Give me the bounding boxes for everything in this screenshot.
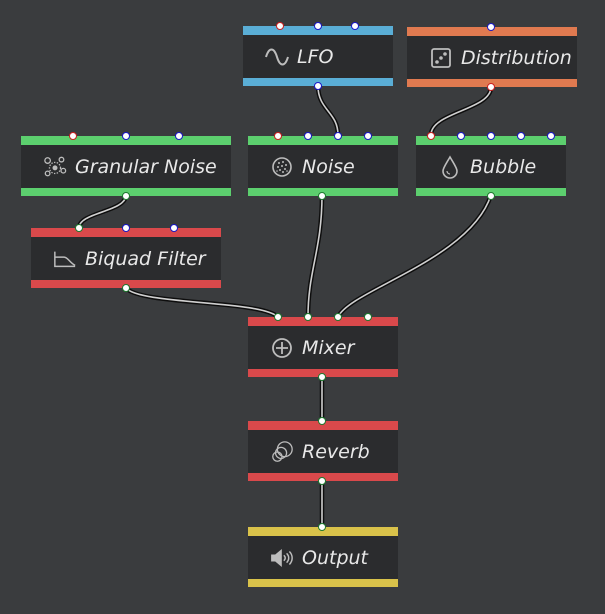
biquad-filter-param-port-1[interactable] bbox=[122, 224, 130, 232]
node-biquad-filter[interactable]: Biquad Filter bbox=[31, 228, 221, 288]
node-reverb[interactable]: Reverb bbox=[248, 421, 398, 481]
node-header-bar[interactable] bbox=[21, 136, 231, 145]
mixer-input-port-3[interactable] bbox=[334, 313, 342, 321]
output-input-port[interactable] bbox=[318, 523, 326, 531]
wire-bubble-to-mixer bbox=[335, 192, 494, 320]
node-title: Mixer bbox=[302, 336, 355, 359]
node-bubble[interactable]: Bubble bbox=[416, 136, 566, 196]
node-header-bar[interactable] bbox=[243, 26, 393, 35]
node-mixer[interactable]: Mixer bbox=[248, 317, 398, 377]
lfo-input-port-1[interactable] bbox=[276, 22, 284, 30]
noise-input-port-2[interactable] bbox=[304, 132, 312, 140]
biquad-filter-output-port[interactable] bbox=[122, 284, 130, 292]
node-output[interactable]: Output bbox=[248, 527, 398, 587]
bubble-input-port-4[interactable] bbox=[517, 132, 525, 140]
mixer-input-port-2[interactable] bbox=[304, 313, 312, 321]
node-lfo[interactable]: LFO bbox=[243, 26, 393, 86]
sine-wave-icon bbox=[265, 45, 289, 69]
granular-noise-input-port-3[interactable] bbox=[175, 132, 183, 140]
node-title: LFO bbox=[297, 45, 334, 68]
node-header-bar[interactable] bbox=[248, 527, 398, 536]
reverb-input-port[interactable] bbox=[318, 417, 326, 425]
node-granular-noise[interactable]: Granular Noise bbox=[21, 136, 231, 196]
lfo-input-port-3[interactable] bbox=[351, 22, 359, 30]
droplet-icon bbox=[438, 154, 462, 179]
node-header-bar[interactable] bbox=[31, 228, 221, 237]
node-title: Noise bbox=[302, 155, 355, 178]
node-header-bar[interactable] bbox=[248, 136, 398, 145]
noise-input-port-3[interactable] bbox=[334, 132, 342, 140]
distribution-input-port[interactable] bbox=[487, 23, 495, 31]
noise-output-port[interactable] bbox=[318, 192, 326, 200]
node-distribution[interactable]: Distribution bbox=[407, 27, 577, 87]
noise-input-port-4[interactable] bbox=[364, 132, 372, 140]
biquad-filter-param-port-2[interactable] bbox=[170, 224, 178, 232]
distribution-output-port[interactable] bbox=[487, 83, 495, 91]
reverb-rings-icon bbox=[270, 440, 294, 464]
node-title: Granular Noise bbox=[75, 155, 217, 178]
lfo-input-port-2[interactable] bbox=[314, 22, 322, 30]
bubble-input-port-2[interactable] bbox=[457, 132, 465, 140]
wire-distribution-to-bubble bbox=[428, 84, 494, 138]
node-title: Biquad Filter bbox=[85, 247, 206, 270]
biquad-filter-input-port[interactable] bbox=[75, 224, 83, 232]
node-header-bar[interactable] bbox=[407, 27, 577, 36]
node-header-bar[interactable] bbox=[248, 421, 398, 430]
circle-plus-icon bbox=[270, 336, 294, 360]
noise-sphere-icon bbox=[270, 155, 294, 179]
node-header-bar[interactable] bbox=[248, 317, 398, 326]
bubble-input-port-1[interactable] bbox=[427, 132, 435, 140]
granular-noise-input-port-1[interactable] bbox=[69, 132, 77, 140]
wire-granular-to-biquad bbox=[76, 192, 129, 231]
node-header-bar[interactable] bbox=[416, 136, 566, 145]
mixer-input-port-1[interactable] bbox=[274, 313, 282, 321]
node-noise[interactable]: Noise bbox=[248, 136, 398, 196]
lfo-output-port[interactable] bbox=[314, 82, 322, 90]
dice-icon bbox=[429, 46, 453, 70]
wire-biquad-to-mixer bbox=[123, 285, 281, 320]
bubble-output-port[interactable] bbox=[487, 192, 495, 200]
noise-input-port-1[interactable] bbox=[274, 132, 282, 140]
node-title: Output bbox=[302, 546, 368, 569]
mixer-output-port[interactable] bbox=[318, 373, 326, 381]
bubble-input-port-5[interactable] bbox=[547, 132, 555, 140]
mixer-input-port-4[interactable] bbox=[364, 313, 372, 321]
node-footer-bar bbox=[248, 579, 398, 587]
reverb-output-port[interactable] bbox=[318, 477, 326, 485]
granular-noise-output-port[interactable] bbox=[122, 192, 130, 200]
lowpass-filter-icon bbox=[53, 247, 77, 271]
bubble-input-port-3[interactable] bbox=[487, 132, 495, 140]
grains-icon bbox=[43, 155, 67, 179]
wire-noise-to-mixer bbox=[305, 192, 325, 320]
node-title: Bubble bbox=[470, 155, 537, 178]
granular-noise-input-port-2[interactable] bbox=[122, 132, 130, 140]
wire-lfo-to-noise bbox=[315, 83, 341, 138]
node-title: Reverb bbox=[302, 440, 370, 463]
speaker-icon bbox=[270, 546, 294, 570]
node-title: Distribution bbox=[461, 46, 572, 69]
